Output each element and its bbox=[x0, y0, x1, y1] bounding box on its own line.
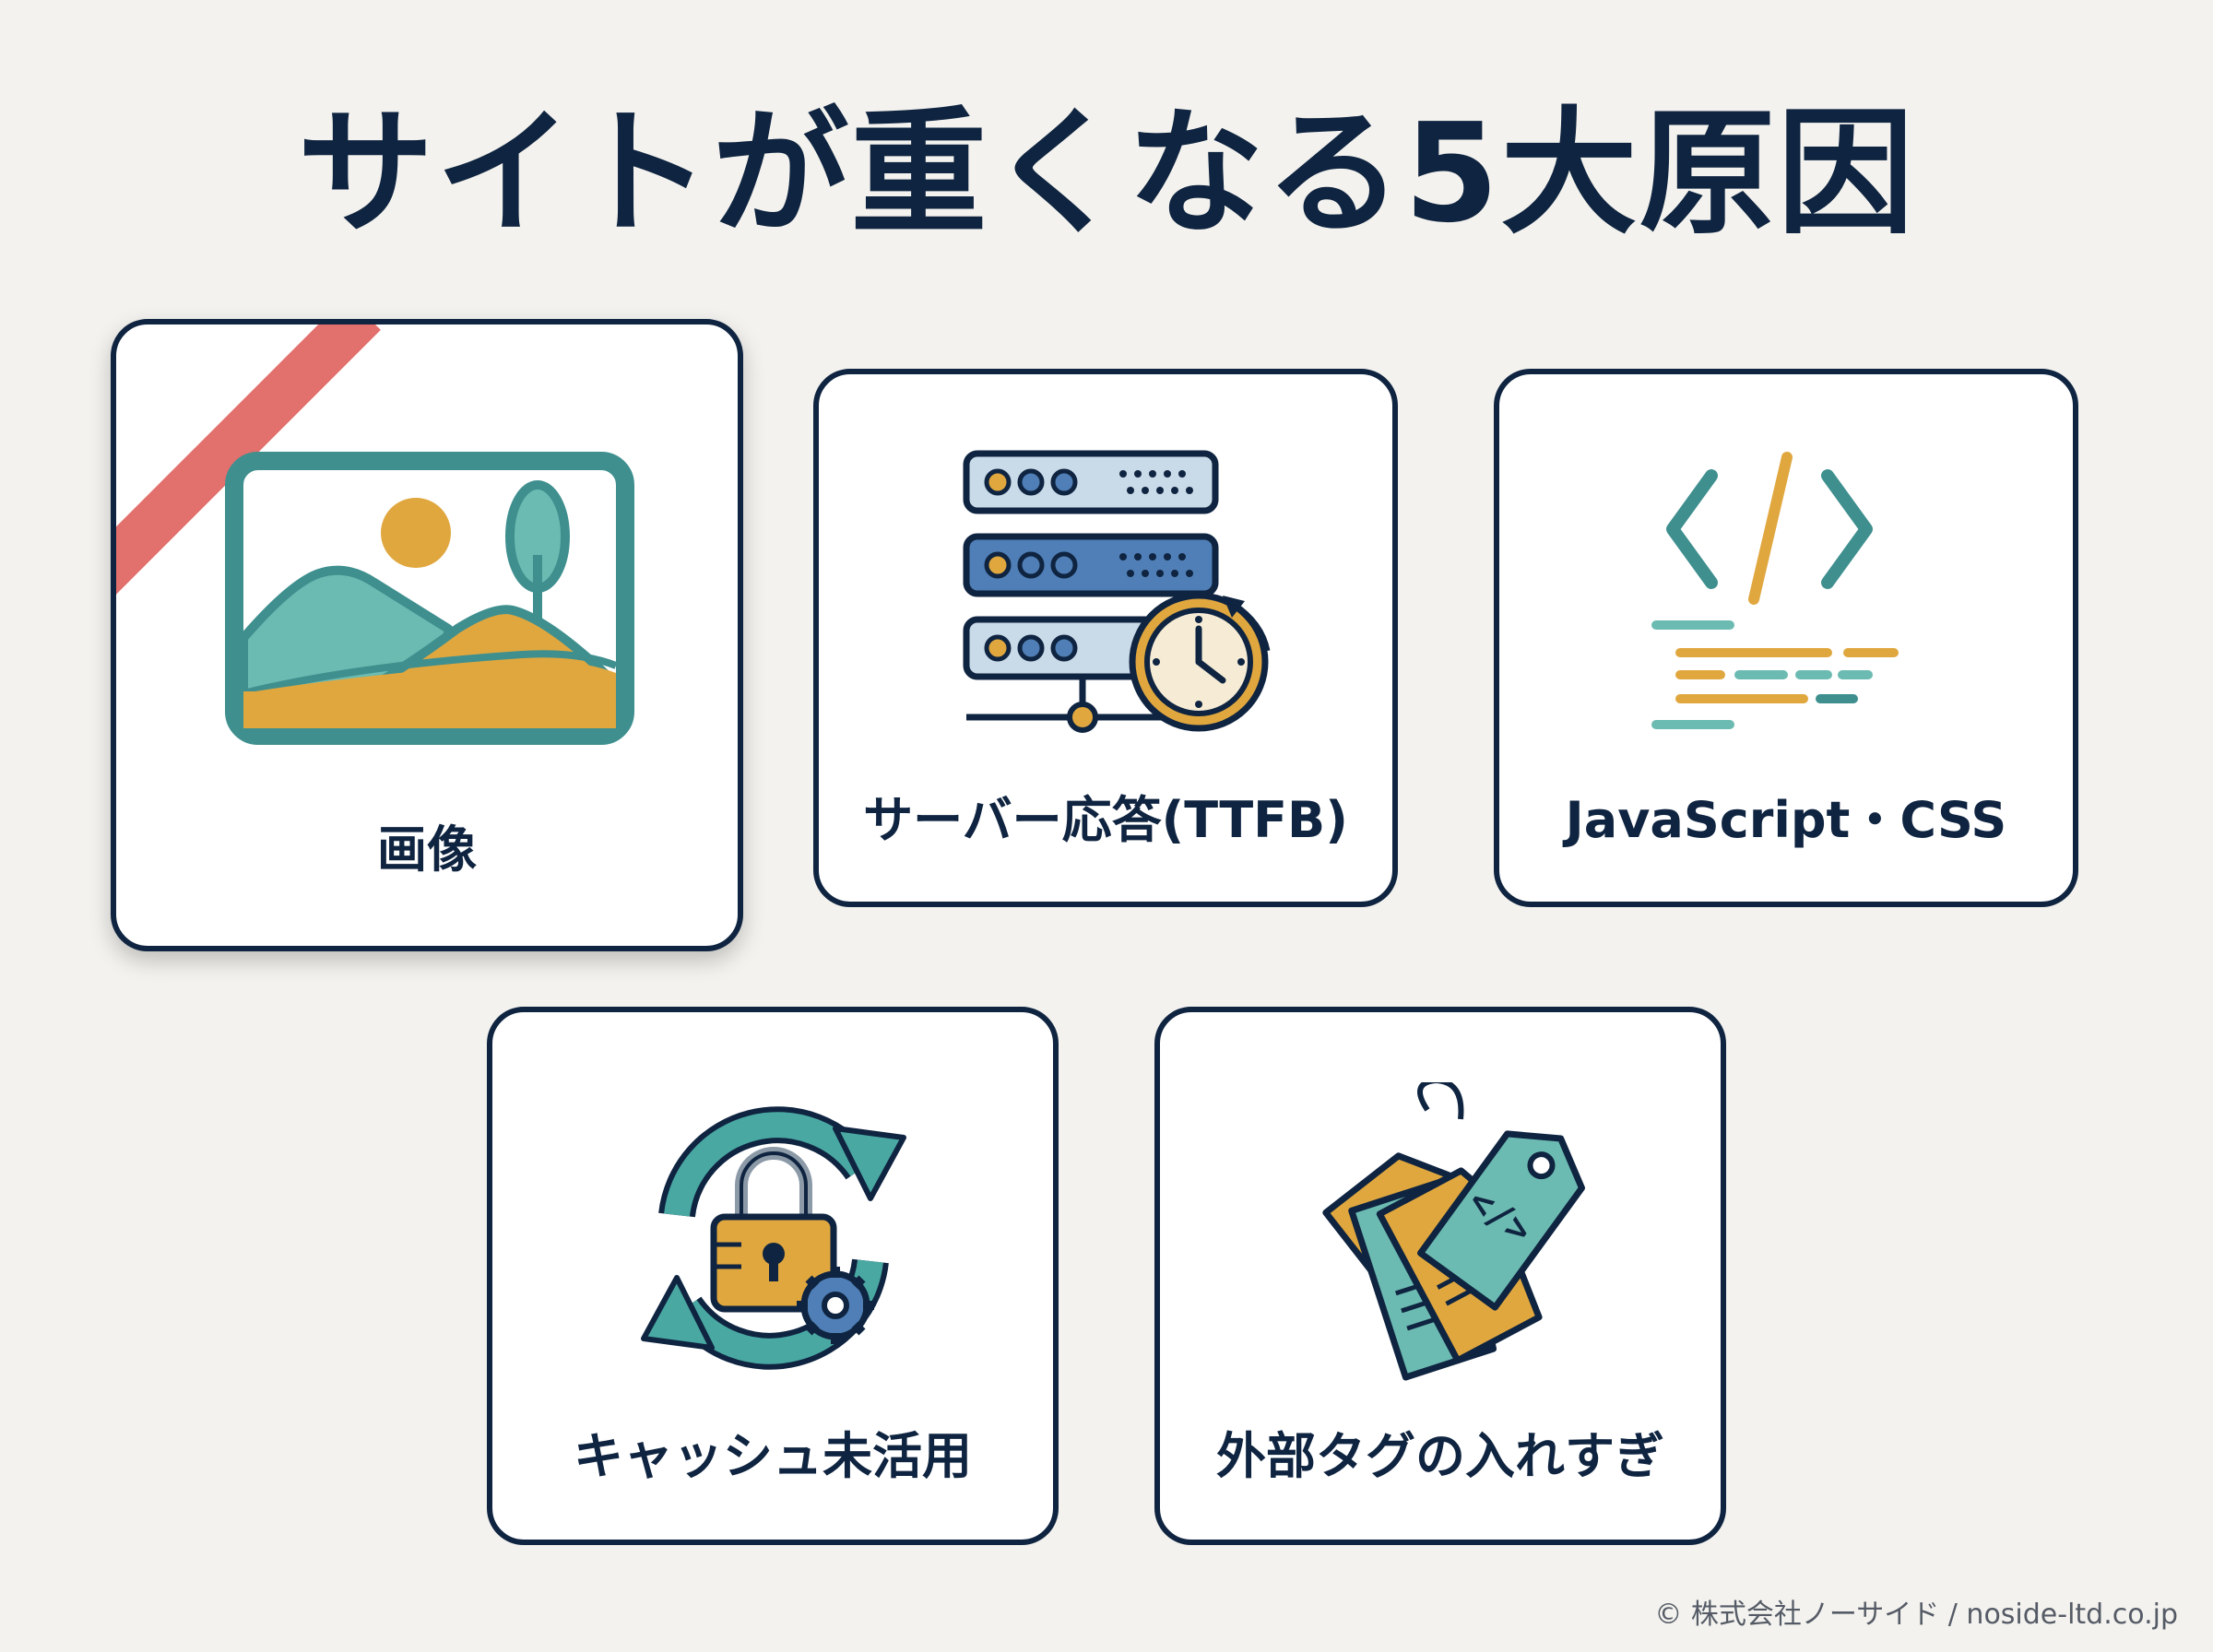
cache-lock-icon bbox=[641, 1106, 906, 1370]
code-icon bbox=[1651, 452, 1899, 729]
image-icon bbox=[225, 452, 634, 745]
footer-copyright: © 株式会社ノーサイド / noside-ltd.co.jp bbox=[1654, 1599, 2178, 1631]
card-cache: キャッシュ未活用 bbox=[487, 1007, 1059, 1545]
card-label-server: サーバー応答(TTFB) bbox=[863, 791, 1348, 849]
card-label-image: 画像 bbox=[377, 820, 477, 879]
tags-icon: </> </> bbox=[1322, 1082, 1585, 1381]
card-server: サーバー応答(TTFB) bbox=[813, 369, 1398, 907]
card-label-external-tags: 外部タグの入れすぎ bbox=[1216, 1427, 1664, 1485]
server-clock-icon bbox=[963, 450, 1271, 733]
card-label-cache: キャッシュ未活用 bbox=[574, 1427, 972, 1485]
card-image: 画像 bbox=[111, 319, 743, 951]
page-title: サイトが重くなる5大原因 bbox=[297, 94, 1916, 253]
card-external-tags: </> </> 外部タグの入れすぎ bbox=[1154, 1007, 1726, 1545]
card-js-css: JavaScript・CSS bbox=[1494, 369, 2078, 907]
card-label-js-css: JavaScript・CSS bbox=[1565, 791, 2007, 849]
